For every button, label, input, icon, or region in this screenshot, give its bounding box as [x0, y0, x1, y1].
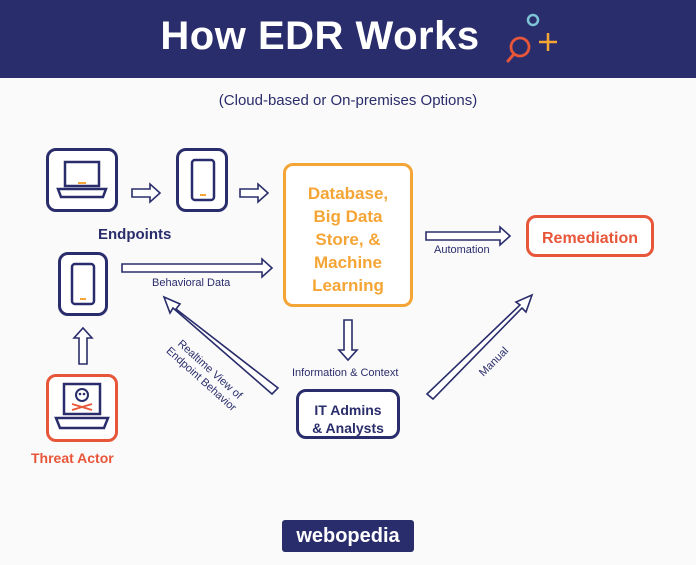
threat-actor-label: Threat Actor	[31, 450, 114, 466]
remediation-box: Remediation	[526, 215, 654, 257]
phone-endpoint-box-2	[58, 252, 108, 316]
arrow-manual	[425, 293, 534, 401]
threat-actor-box	[46, 374, 118, 442]
arrow-automation	[425, 225, 512, 247]
arrow-realtime-view	[162, 295, 280, 396]
laptop-icon	[56, 160, 108, 199]
it-admins-label: IT Admins & Analysts	[312, 402, 384, 436]
endpoints-label: Endpoints	[98, 226, 172, 243]
phone-endpoint-box	[176, 148, 228, 212]
automation-label: Automation	[434, 244, 490, 256]
page-title: How EDR Works	[160, 14, 480, 58]
arrow-phone-to-database	[239, 182, 270, 204]
it-admins-box: IT Admins & Analysts	[296, 389, 400, 439]
subtitle: (Cloud-based or On-premises Options)	[218, 92, 478, 109]
laptop-endpoint-box	[46, 148, 118, 212]
magnifier-plus-icon	[506, 13, 557, 63]
information-context-label: Information & Context	[292, 367, 399, 379]
phone-icon	[190, 158, 216, 202]
database-label: Database, Big Data Store, & Machine Lear…	[307, 184, 389, 295]
header-banner: How EDR Works	[0, 0, 696, 78]
arrow-behavioral-data	[121, 257, 274, 279]
webopedia-logo: webopedia	[282, 520, 414, 552]
phone-icon-2	[70, 262, 96, 306]
arrow-laptop-to-phone	[131, 182, 162, 204]
arrow-information-context	[337, 319, 359, 362]
skull-laptop-icon	[54, 382, 110, 430]
behavioral-data-label: Behavioral Data	[152, 277, 231, 289]
arrow-threat-to-phone	[72, 326, 94, 365]
remediation-label: Remediation	[541, 230, 638, 247]
database-box: Database, Big Data Store, & Machine Lear…	[283, 163, 413, 307]
